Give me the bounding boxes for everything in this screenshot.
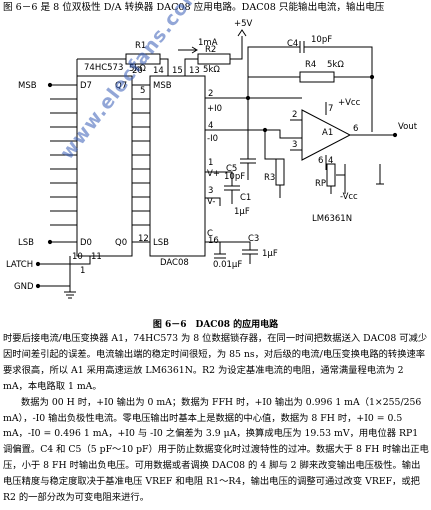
r4-label: R4 — [305, 60, 317, 70]
r2-label: R2 — [205, 45, 217, 55]
pin-15: 15 — [172, 66, 183, 76]
c5-value: 10pF — [224, 172, 246, 182]
vcc-neg-label: -Vcc — [340, 192, 358, 202]
r4-value: 5kΩ — [327, 60, 344, 70]
body-text: 时要后接电流/电压变换器 A1，74HC573 为 8 位数据锁存器，在同一时间… — [3, 331, 429, 506]
r1-label: R1 — [135, 41, 147, 51]
vout-label: Vout — [398, 122, 418, 132]
io-minus-label: -I0 — [207, 134, 218, 144]
c1-value: 1μF — [234, 207, 250, 217]
d7-label: D7 — [80, 81, 92, 91]
q0-label: Q0 — [115, 238, 128, 248]
pin-2: 2 — [208, 89, 214, 99]
vcc-pos-label: +Vcc — [338, 98, 361, 108]
op-pin-4: 4 — [328, 156, 334, 166]
c4-value: 10pF — [311, 35, 333, 45]
vplus-label: +5V — [234, 19, 253, 29]
q7-label: Q7 — [115, 81, 128, 91]
msb-label: MSB — [18, 81, 37, 91]
pin-10: 10 — [72, 252, 83, 262]
pin-1: 1 — [208, 158, 214, 168]
figure-caption: 图 6－6 DAC08 的应用电路 — [152, 320, 279, 330]
latch-ic-name: 74HC573 — [84, 63, 124, 73]
rp-label: RP — [315, 179, 327, 189]
c2-value: 0.01μF — [213, 260, 243, 270]
pin-16: 16 — [208, 236, 219, 246]
pin-5: 5 — [140, 86, 146, 96]
v-plus-pin-label: V+ — [207, 169, 220, 179]
r2-value: 5kΩ — [203, 65, 220, 75]
pin-14: 14 — [153, 66, 164, 76]
latch-ic-body — [76, 75, 133, 257]
pin-1-latch: 1 — [80, 266, 86, 276]
gnd-label: GND — [14, 282, 34, 292]
c5-label: C5 — [226, 164, 238, 174]
op-pin-6: 6 — [353, 124, 359, 134]
dac08-circuit-schematic — [35, 29, 398, 299]
dac-lsb-label: LSB — [153, 238, 169, 248]
op-pin-7: 7 — [328, 104, 334, 114]
c-pin-label: C — [207, 229, 213, 239]
dac-msb-label: MSB — [153, 81, 172, 91]
pin-4: 4 — [208, 121, 214, 131]
pin-11: 11 — [91, 252, 102, 262]
lsb-label: LSB — [18, 238, 34, 248]
r1-value: 5kΩ — [129, 64, 146, 74]
paragraph-2: 数据为 00 H 时，+I0 输出为 0 mA；数据为 FFH 时，+I0 输出… — [3, 396, 429, 504]
c4-label: C4 — [287, 39, 299, 49]
paragraph-1: 时要后接电流/电压变换器 A1，74HC573 为 8 位数据锁存器，在同一时间… — [3, 333, 428, 392]
op-amp-part-number: LM6361N — [312, 214, 353, 224]
v-minus-pin-label: V- — [207, 197, 216, 207]
c1-label: C1 — [240, 193, 252, 203]
intro-text: 图 6－6 是 8 位双极性 D/A 转换器 DAC08 应用电路。DAC08 … — [3, 2, 385, 13]
pin-12: 12 — [138, 234, 149, 244]
op-pin-2: 2 — [292, 110, 298, 120]
io-plus-label: +I0 — [207, 104, 223, 114]
pin-3: 3 — [208, 186, 214, 196]
pin-20: 20 — [132, 66, 143, 76]
pin-13: 13 — [189, 66, 200, 76]
dac-ic-name: DAC08 — [160, 258, 189, 268]
schematic-labels: 74HC573 DAC08 MSB LSB LATCH GND D7 D0 Q7… — [0, 14, 431, 314]
r3-label: R3 — [264, 173, 276, 183]
ma-label: 1mA — [198, 38, 218, 48]
c3-label: C3 — [248, 234, 260, 244]
latch-label: LATCH — [6, 260, 34, 270]
c3-value: 1μF — [262, 249, 278, 259]
op-amp-a1 — [301, 109, 352, 161]
op-pin-1: 6 — [318, 156, 324, 166]
d0-label: D0 — [80, 238, 92, 248]
a1-label: A1 — [322, 128, 334, 138]
op-pin-3: 3 — [292, 140, 298, 150]
dac08-ic-body — [149, 75, 206, 257]
